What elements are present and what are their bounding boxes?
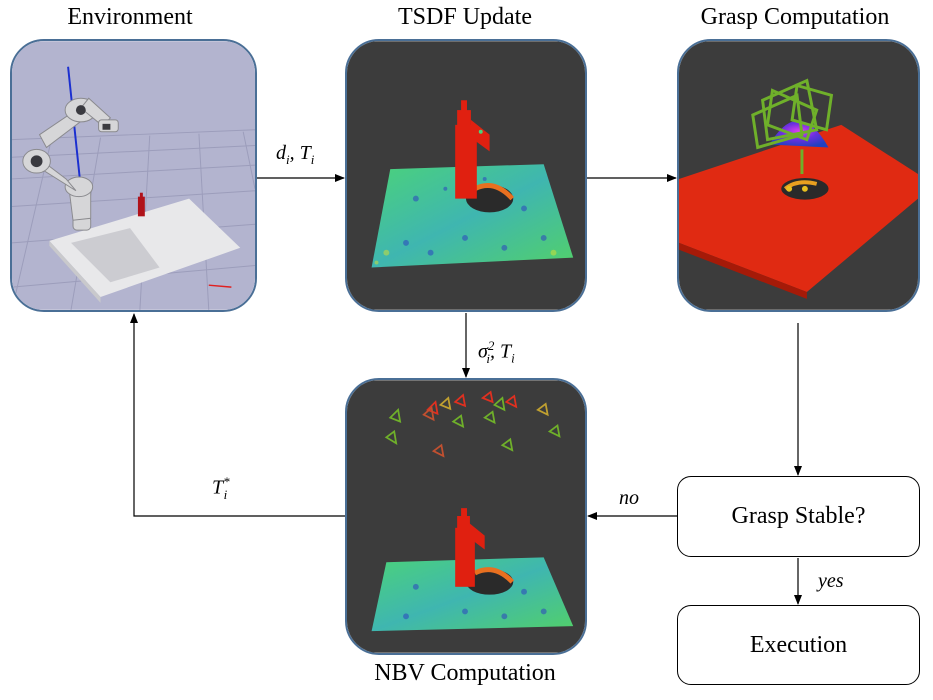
tsdf-panel (345, 39, 587, 312)
environment-panel (10, 39, 257, 312)
tsdf-render (347, 41, 585, 310)
label-yes: yes (818, 570, 844, 592)
title-tsdf-update: TSDF Update (398, 4, 532, 30)
label-no: no (619, 487, 639, 509)
title-environment: Environment (67, 4, 193, 30)
grasp-panel (677, 39, 920, 312)
label-nbv-to-env: T*i (212, 474, 230, 502)
title-nbv-computation: NBV Computation (374, 660, 556, 686)
label-env-to-tsdf: di, Ti (276, 142, 315, 167)
label-tsdf-to-nbv: σ2i, Ti (478, 338, 515, 366)
arrow-nbv-to-env (130, 313, 345, 517)
grasp-render (679, 41, 918, 310)
execution-box: Execution (677, 605, 920, 685)
nbv-panel (345, 378, 587, 655)
title-grasp-computation: Grasp Computation (700, 4, 890, 30)
grasp-stable-box: Grasp Stable? (677, 476, 920, 557)
nbv-render (347, 380, 585, 653)
environment-render (12, 41, 255, 310)
